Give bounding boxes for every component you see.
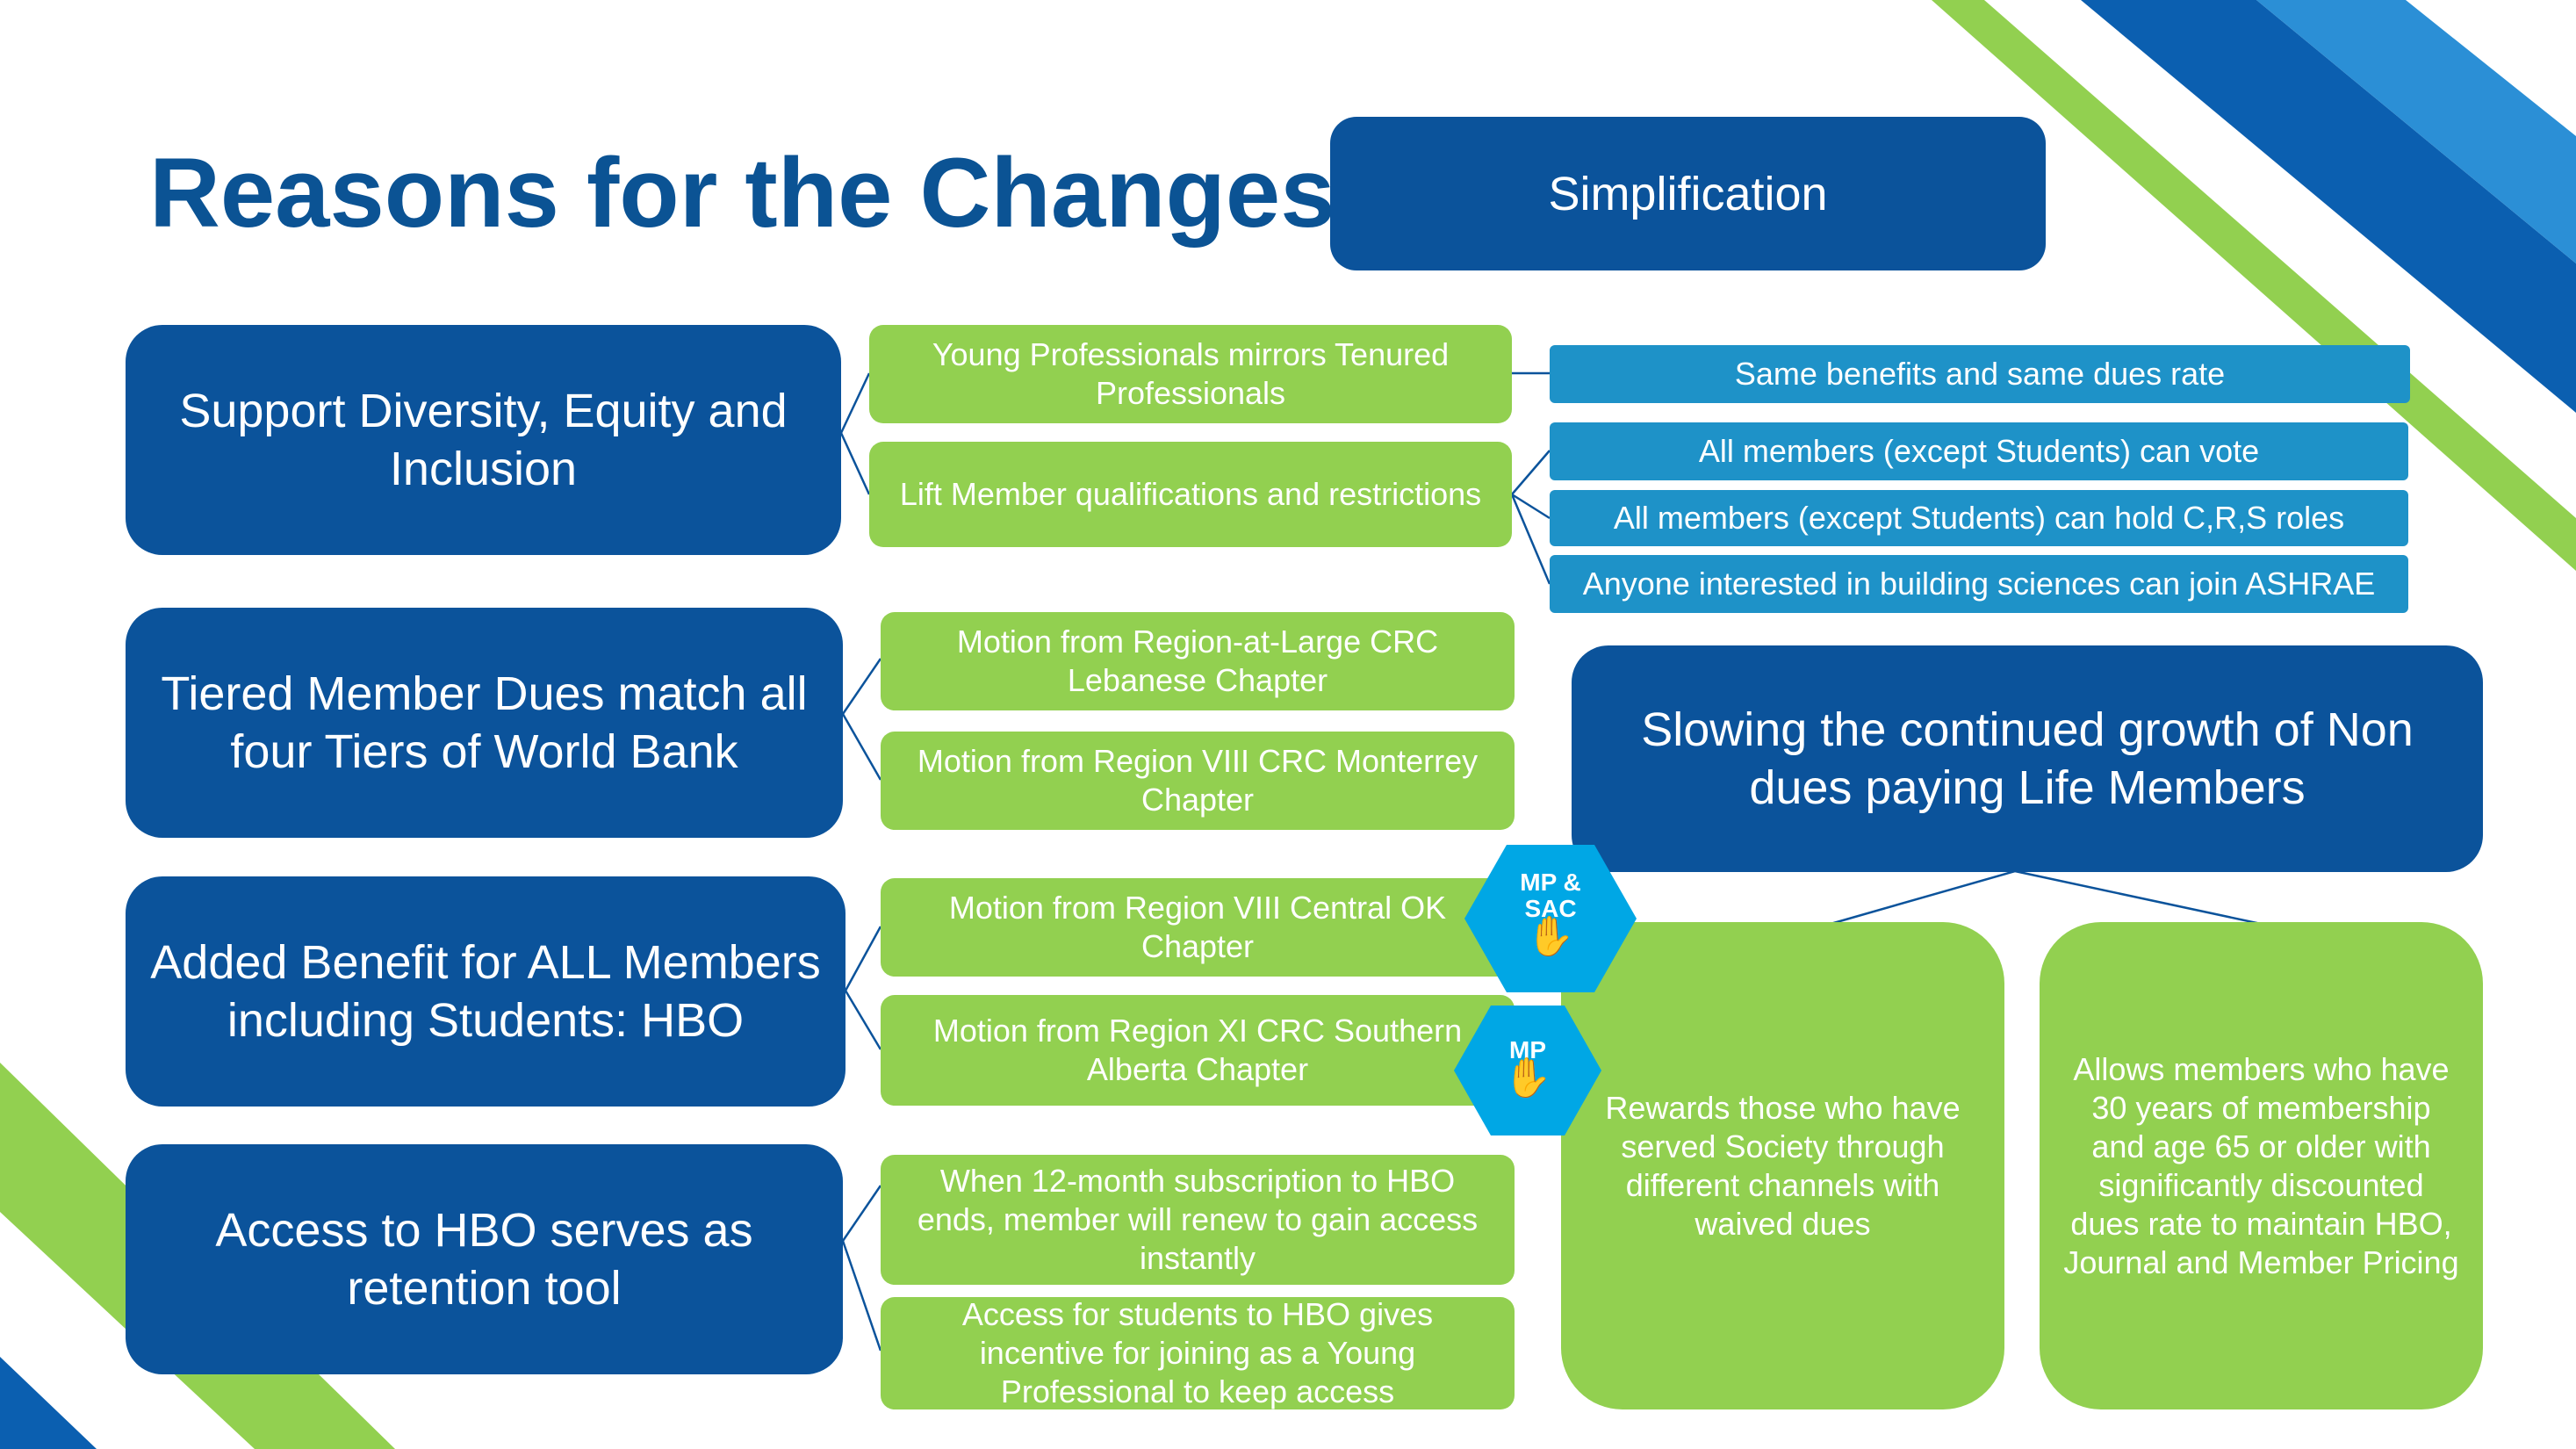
reason-label: Added Benefit for ALL Members including … xyxy=(150,936,821,1047)
outcome-label: Same benefits and same dues rate xyxy=(1734,356,2226,392)
life-point-label: Rewards those who have served Society th… xyxy=(1605,1089,1961,1242)
simplification-label: Simplification xyxy=(1548,167,1828,220)
simplification-badge: Simplification xyxy=(1330,117,2046,270)
hexagon-shape xyxy=(1454,1006,1601,1135)
detail-label: Motion from Region-at-Large CRC Lebanese… xyxy=(956,624,1439,698)
detail-label: Motion from Region VIII CRC Monterrey Ch… xyxy=(917,743,1479,818)
reason-box-retention: Access to HBO serves as retention tool xyxy=(126,1144,843,1374)
life-members-label: Slowing the continued growth of Non dues… xyxy=(1641,703,2414,814)
clapping-hands-icon: ✋ xyxy=(1526,915,1575,958)
connector-lines xyxy=(839,371,2262,1352)
detail-label: Motion from Region XI CRC Southern Alber… xyxy=(932,1013,1463,1087)
outcome-box: All members (except Students) can vote xyxy=(1550,422,2408,480)
reason-box-tiered-dues: Tiered Member Dues match all four Tiers … xyxy=(126,608,843,838)
badge-label: MP & SAC xyxy=(1520,869,1581,922)
detail-box: Lift Member qualifications and restricti… xyxy=(869,442,1512,547)
detail-box: Motion from Region VIII CRC Monterrey Ch… xyxy=(881,732,1515,830)
outcome-box: All members (except Students) can hold C… xyxy=(1550,490,2408,546)
life-point-box: Rewards those who have served Society th… xyxy=(1561,922,2004,1409)
top-right-blue-stripe xyxy=(2081,0,2576,413)
detail-label: Motion from Region VIII Central OK Chapt… xyxy=(948,890,1447,964)
detail-label: Lift Member qualifications and restricti… xyxy=(899,476,1482,512)
reason-label: Access to HBO serves as retention tool xyxy=(215,1204,753,1315)
life-point-label: Allows members who have 30 years of memb… xyxy=(2063,1050,2459,1280)
detail-box: Access for students to HBO gives incenti… xyxy=(881,1296,1515,1409)
reason-label: Tiered Member Dues match all four Tiers … xyxy=(161,667,808,778)
mp-badge: MP ✋ xyxy=(1454,1006,1601,1135)
top-right-green-stripe xyxy=(1932,0,2576,571)
outcome-box: Anyone interested in building sciences c… xyxy=(1550,555,2408,613)
badge-label: MP xyxy=(1509,1036,1546,1063)
top-right-light-blue-stripe xyxy=(2256,0,2576,263)
detail-box: Motion from Region VIII Central OK Chapt… xyxy=(881,878,1515,977)
detail-label: Access for students to HBO gives incenti… xyxy=(961,1296,1434,1409)
detail-box: Young Professionals mirrors Tenured Prof… xyxy=(869,325,1512,423)
detail-label: When 12-month subscription to HBO ends, … xyxy=(917,1163,1479,1276)
detail-box: Motion from Region-at-Large CRC Lebanese… xyxy=(881,612,1515,710)
page-title: Reasons for the Changes xyxy=(149,138,1335,248)
outcome-box: Same benefits and same dues rate xyxy=(1550,345,2410,403)
outcome-label: All members (except Students) can hold C… xyxy=(1613,500,2345,536)
hexagon-shape xyxy=(1464,845,1637,992)
bottom-left-blue-stripe xyxy=(0,1357,97,1449)
mp-sac-badge: MP & SAC ✋ xyxy=(1464,845,1637,992)
reason-label: Support Diversity, Equity and Inclusion xyxy=(179,385,788,495)
detail-box: When 12-month subscription to HBO ends, … xyxy=(881,1155,1515,1285)
outcome-label: All members (except Students) can vote xyxy=(1698,433,2260,469)
reason-box-hbo-benefit: Added Benefit for ALL Members including … xyxy=(126,876,845,1107)
outcome-label: Anyone interested in building sciences c… xyxy=(1582,566,2376,602)
detail-box: Motion from Region XI CRC Southern Alber… xyxy=(881,995,1515,1106)
life-members-box: Slowing the continued growth of Non dues… xyxy=(1572,645,2483,872)
reason-box-dei: Support Diversity, Equity and Inclusion xyxy=(126,325,841,555)
clapping-hands-icon: ✋ xyxy=(1503,1056,1552,1099)
detail-label: Young Professionals mirrors Tenured Prof… xyxy=(932,336,1450,411)
life-point-box: Allows members who have 30 years of memb… xyxy=(2040,922,2483,1409)
